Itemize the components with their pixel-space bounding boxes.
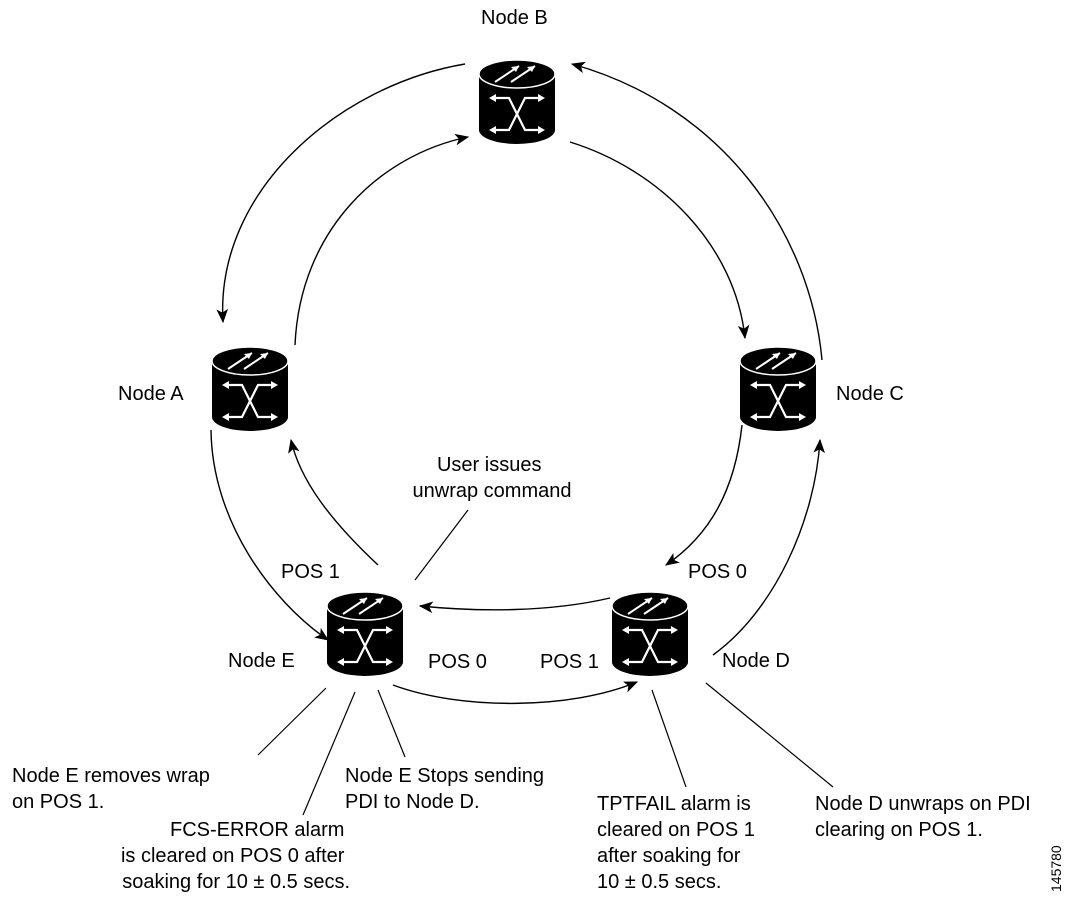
node-e-label: Node E <box>228 650 295 672</box>
leader-e-removes-wrap <box>257 687 327 756</box>
inner-arc-a-to-b <box>294 133 470 346</box>
node-b-router <box>477 58 557 146</box>
outer-arc-b-to-a <box>216 63 466 324</box>
leader-d-unwraps <box>705 682 834 788</box>
node-e-pos0-label: POS 0 <box>428 651 487 673</box>
node-e-pos1-label: POS 1 <box>281 561 340 583</box>
leader-user-command <box>414 509 469 581</box>
callout-d-unwraps: Node D unwraps on PDI clearing on POS 1. <box>815 793 1036 841</box>
callout-fcs-error: FCS-ERROR alarm is cleared on POS 0 afte… <box>121 819 350 893</box>
node-a-router <box>210 345 290 433</box>
node-e-router <box>325 590 405 678</box>
inner-arc-d-to-e <box>418 597 611 614</box>
node-a-label: Node A <box>118 383 184 405</box>
ring-connections <box>210 61 826 705</box>
leader-tptfail <box>651 689 687 788</box>
leader-e-stops-pdi <box>377 689 406 758</box>
node-c-label: Node C <box>836 383 904 405</box>
outer-arc-d-to-c <box>712 438 826 656</box>
callout-user-command: User issues unwrap command <box>413 454 572 502</box>
node-d-router <box>610 590 690 678</box>
leader-fcs-error <box>302 691 356 816</box>
callout-tptfail: TPTFAIL alarm is cleared on POS 1 after … <box>597 793 760 893</box>
inner-arc-b-to-c <box>569 141 750 340</box>
inner-arc-e-to-a <box>288 438 379 566</box>
node-d-pos0-label: POS 0 <box>688 561 747 583</box>
callout-e-removes-wrap: Node E removes wrap on POS 1. <box>12 765 215 813</box>
node-c-router <box>738 345 818 433</box>
callout-leaders <box>257 509 834 816</box>
callout-e-stops-pdi: Node E Stops sending PDI to Node D. <box>345 765 550 813</box>
figure-number: 145780 <box>1048 845 1064 892</box>
outer-arc-a-to-e <box>210 429 329 641</box>
outer-arc-e-to-d <box>392 681 639 705</box>
inner-arc-c-to-d <box>665 424 743 566</box>
node-b-label: Node B <box>481 7 548 29</box>
node-d-label: Node D <box>722 650 790 672</box>
node-d-pos1-label: POS 1 <box>540 651 599 673</box>
outer-arc-c-to-b <box>570 61 823 361</box>
